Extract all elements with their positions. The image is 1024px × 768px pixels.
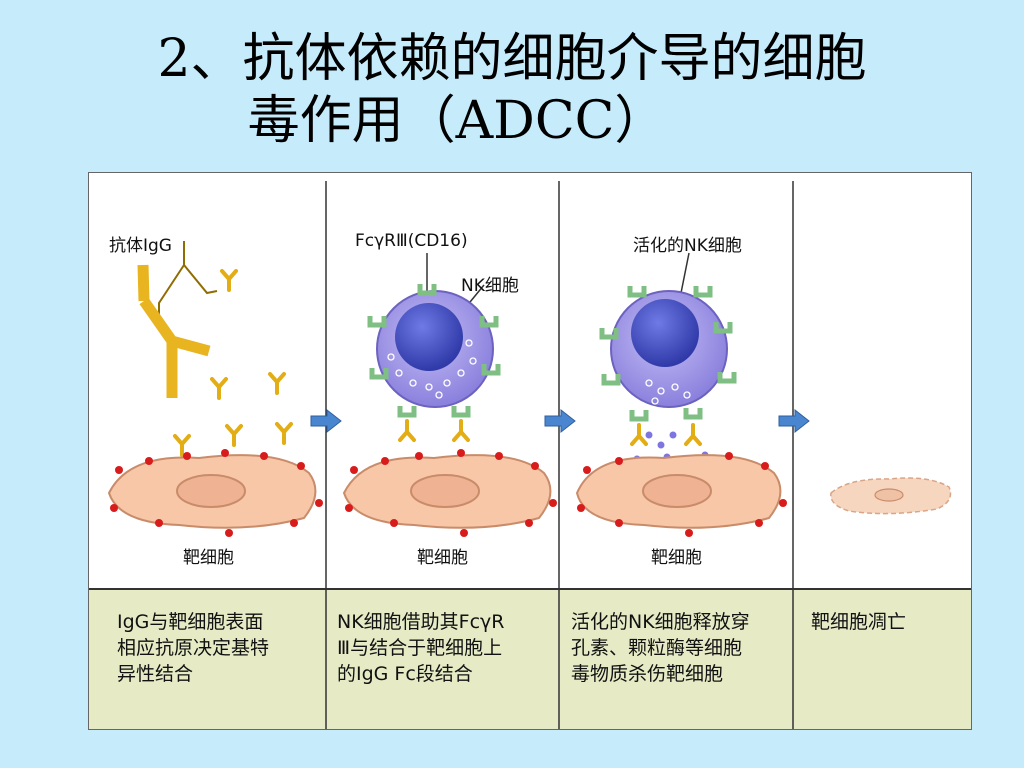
arrow-right-icon [778, 409, 810, 433]
large-igg-icon [139, 297, 211, 398]
adcc-figure: 抗体IgG 靶细胞 FcγRⅢ(CD16) NK细胞 靶细胞 活化的NK细胞 靶… [88, 172, 972, 730]
label-antibody-igg: 抗体IgG [109, 236, 172, 256]
caption-strip [89, 589, 971, 729]
label-fc-receptor: FcγRⅢ(CD16) [355, 231, 468, 251]
label-target-cell: 靶细胞 [651, 548, 702, 568]
label-target-cell: 靶细胞 [417, 548, 468, 568]
caption-panel-1: IgG与靶细胞表面 相应抗原决定基特 异性结合 [117, 611, 270, 685]
title-line-1: 2、抗体依赖的细胞介导的细胞 [157, 29, 867, 89]
antibody-icon [210, 377, 228, 400]
caption-panel-4: 靶细胞凋亡 [811, 611, 907, 633]
antibody-icon [268, 372, 286, 395]
label-activated-nk-cell: 活化的NK细胞 [633, 236, 742, 256]
panel-2-graphic [342, 253, 576, 537]
adcc-diagram [89, 181, 971, 729]
antibody-icon [220, 269, 238, 292]
caption-panel-2: NK细胞借助其FcγR Ⅲ与结合于靶细胞上 的IgG Fc段结合 [337, 611, 505, 685]
title-line-2: 毒作用（ADCC） [247, 91, 667, 151]
label-nk-cell: NK细胞 [461, 276, 519, 296]
panel-3-graphic [575, 252, 810, 537]
panel-1-graphic [107, 241, 342, 537]
caption-panel-3: 活化的NK细胞释放穿 孔素、颗粒酶等细胞 毒物质杀伤靶细胞 [571, 611, 750, 685]
label-target-cell: 靶细胞 [183, 548, 234, 568]
antibody-icon [225, 424, 243, 447]
slide-title: 2、抗体依赖的细胞介导的细胞 毒作用（ADCC） [0, 28, 1024, 152]
antibody-icon [275, 422, 293, 445]
panel-4-graphic [830, 477, 952, 515]
arrow-right-icon [544, 409, 576, 433]
